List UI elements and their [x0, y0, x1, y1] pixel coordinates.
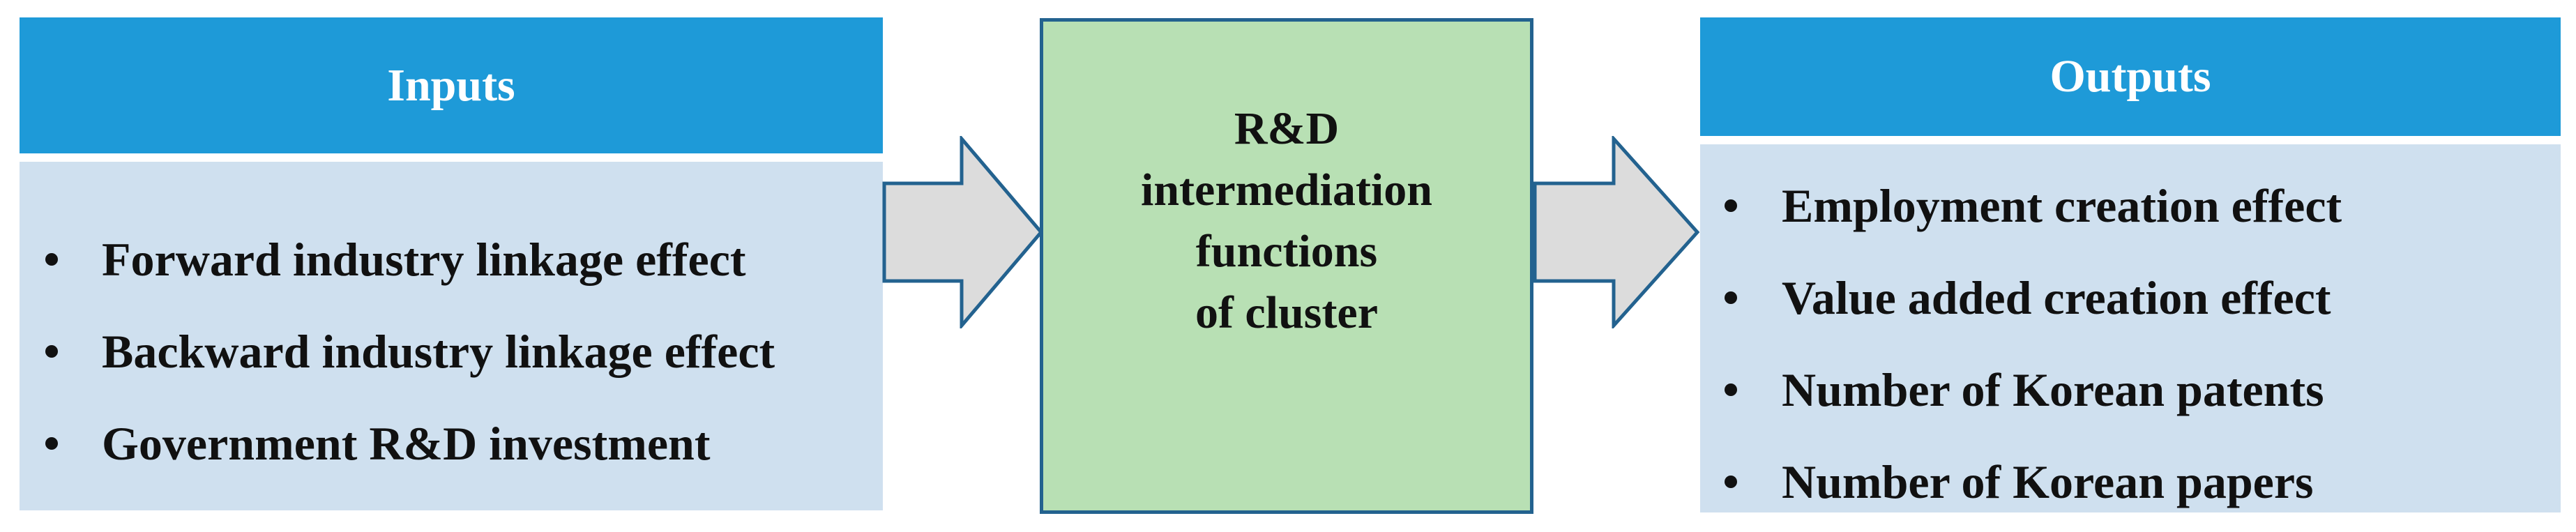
center-process-box: R&D intermediation functions of cluster	[1040, 18, 1533, 514]
inputs-title: Inputs	[387, 59, 515, 111]
bullet-dot-icon	[1725, 199, 1737, 212]
center-label: R&D intermediation functions of cluster	[1141, 98, 1432, 344]
list-item: Government R&D investment	[20, 412, 711, 475]
bullet-dot-icon	[45, 253, 58, 266]
center-line: R&D	[1234, 102, 1340, 154]
right-block-arrow-icon	[1533, 136, 1700, 328]
outputs-header: Outputs	[1700, 17, 2561, 136]
input-item-label: Government R&D investment	[102, 416, 711, 470]
list-item: Value added creation effect	[1700, 266, 2331, 329]
bullet-dot-icon	[1725, 291, 1737, 304]
inputs-panel: Forward industry linkage effect Backward…	[20, 162, 883, 510]
right-block-arrow-icon	[882, 136, 1044, 328]
bullet-dot-icon	[45, 345, 58, 358]
output-item-label: Number of Korean papers	[1782, 455, 2314, 508]
outputs-panel: Employment creation effect Value added c…	[1700, 144, 2561, 512]
list-item: Employment creation effect	[1700, 174, 2342, 237]
inputs-header: Inputs	[20, 17, 883, 153]
list-item: Number of Korean patents	[1700, 358, 2324, 421]
list-item: Forward industry linkage effect	[20, 228, 746, 291]
center-line: intermediation	[1141, 164, 1432, 215]
bullet-dot-icon	[1725, 476, 1737, 488]
list-item: Backward industry linkage effect	[20, 320, 775, 383]
list-item: Number of Korean papers	[1700, 450, 2313, 513]
output-item-label: Number of Korean patents	[1782, 363, 2324, 416]
output-item-label: Employment creation effect	[1782, 178, 2342, 232]
outputs-title: Outputs	[2050, 51, 2211, 102]
input-item-label: Forward industry linkage effect	[102, 232, 746, 286]
output-item-label: Value added creation effect	[1782, 271, 2331, 324]
bullet-dot-icon	[45, 437, 58, 450]
center-line: functions	[1195, 225, 1378, 277]
input-item-label: Backward industry linkage effect	[102, 324, 775, 378]
bullet-dot-icon	[1725, 383, 1737, 396]
center-line: of cluster	[1195, 287, 1379, 338]
